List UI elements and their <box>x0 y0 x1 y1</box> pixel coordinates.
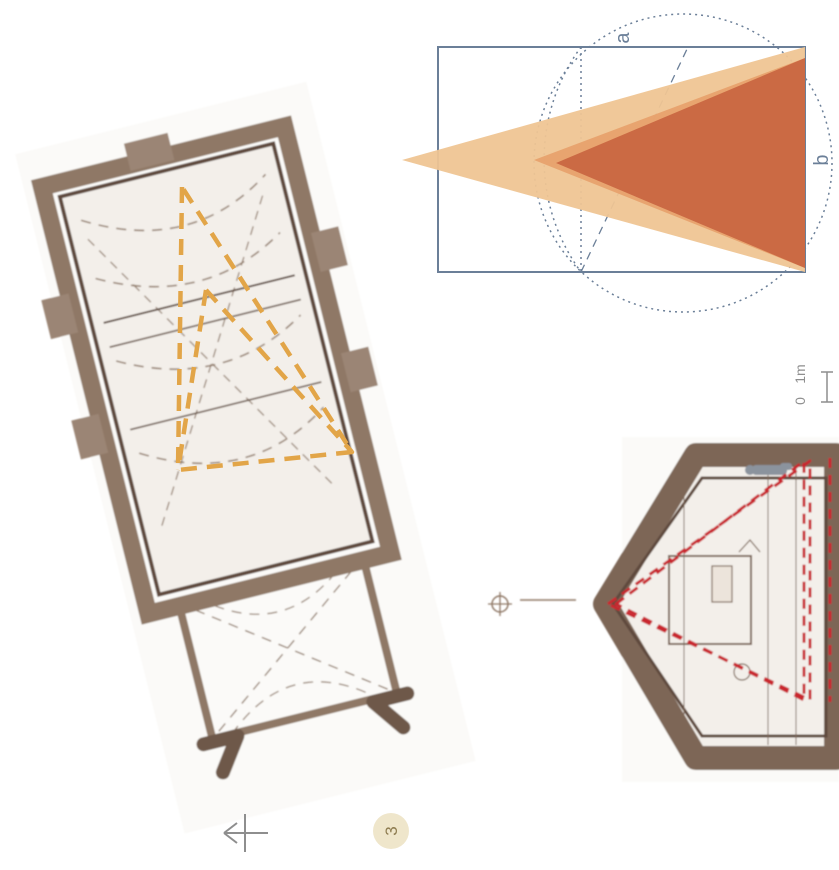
altar-top-detail <box>738 539 761 553</box>
cross-line-3 <box>130 381 322 431</box>
human-figure <box>745 463 792 475</box>
orange-triangle-outer <box>175 184 355 473</box>
arch-guide-2 <box>95 232 281 288</box>
orange-geometry <box>175 184 355 473</box>
geometric-construction: a b <box>402 13 833 313</box>
label-b: b <box>811 154 833 165</box>
wedge-dark <box>556 58 805 268</box>
section-inner-outline <box>611 476 828 738</box>
diag-guide-2 <box>159 195 264 531</box>
label-a: a <box>612 32 634 44</box>
porch-frame <box>173 552 402 744</box>
arrow-head-bottom <box>223 832 238 844</box>
construction-circle <box>533 13 833 313</box>
porch-arch-bottom <box>231 681 378 735</box>
porch-wall-left <box>196 728 245 780</box>
buttress-right-mid <box>341 346 378 393</box>
scale-one-label: 1m <box>792 364 808 383</box>
section-drawing-right <box>488 437 839 782</box>
cross-line-1 <box>103 274 296 324</box>
red-geometry <box>606 458 832 702</box>
orange-triangle-inner-right <box>204 288 354 454</box>
page-number: 3 <box>382 826 401 835</box>
arch-guide-4 <box>138 406 325 464</box>
plan-interior <box>57 141 375 598</box>
buttress-left-mid <box>71 413 109 460</box>
page-badge: 3 <box>373 813 409 849</box>
altar-frame <box>668 555 752 645</box>
arrow-head-top <box>223 822 238 834</box>
porch-wall-right <box>366 686 415 735</box>
cross-line-2 <box>109 298 302 348</box>
buttress-right-top <box>311 226 348 272</box>
plan-drawing-left <box>15 81 476 834</box>
arch-guide-1 <box>80 173 267 232</box>
figure-arm <box>780 463 792 470</box>
figure-body <box>752 465 787 475</box>
altar-niche <box>123 132 175 171</box>
diag-guide-1 <box>87 238 336 488</box>
left-arrow-icon <box>223 814 268 852</box>
scale-zero-label: 0 <box>792 397 808 405</box>
porch-diagonals <box>178 556 398 740</box>
altar-panel <box>711 565 733 603</box>
red-triangle-inner <box>614 459 806 702</box>
page-badge-circle <box>373 813 409 849</box>
orange-triangle-inner-left <box>175 289 209 471</box>
buttress-left-top <box>41 293 79 340</box>
scale-bar-icon: 0 1m <box>792 364 833 405</box>
porch-arch-top <box>197 561 345 615</box>
arch-guide-3 <box>116 314 302 370</box>
section-outline <box>593 443 839 770</box>
